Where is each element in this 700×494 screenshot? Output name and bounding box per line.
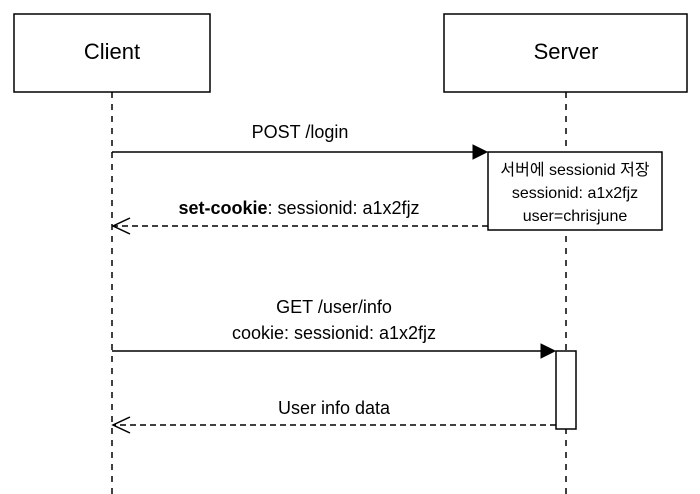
message-get-info: GET /user/info cookie: sessionid: a1x2fj…	[112, 297, 557, 359]
message-set-cookie-bold: set-cookie	[178, 198, 267, 218]
message-get-info-line2: cookie: sessionid: a1x2fjz	[232, 323, 436, 343]
arrowhead-open-icon	[111, 217, 131, 235]
arrowhead-filled-icon	[472, 144, 489, 160]
arrowhead-filled-icon	[540, 343, 557, 359]
participant-client-label: Client	[84, 39, 140, 64]
message-set-cookie-rest: : sessionid: a1x2fjz	[267, 198, 419, 218]
participant-client: Client	[13, 13, 211, 93]
message-set-cookie: set-cookie: sessionid: a1x2fjz	[111, 198, 488, 235]
participant-server-box	[443, 13, 688, 93]
note-line-2: sessionid: a1x2fjz	[512, 185, 638, 202]
participant-server-label: Server	[534, 39, 599, 64]
note-session-store: 서버에 sessionid 저장 sessionid: a1x2fjz user…	[487, 151, 663, 231]
participant-server: Server	[443, 13, 688, 93]
arrowhead-open-icon	[111, 416, 131, 434]
note-line-3: user=chrisjune	[523, 208, 628, 225]
message-get-info-line1: GET /user/info	[276, 297, 392, 317]
note-box	[487, 151, 663, 231]
participant-client-box	[13, 13, 211, 93]
message-set-cookie-label: set-cookie: sessionid: a1x2fjz	[178, 198, 419, 218]
message-user-info-label: User info data	[278, 398, 391, 418]
message-login-label: POST /login	[252, 122, 349, 142]
server-activation-bar	[555, 350, 577, 430]
message-user-info: User info data	[111, 398, 556, 434]
message-login: POST /login	[112, 122, 489, 160]
note-line-1: 서버에 sessionid 저장	[500, 161, 649, 179]
